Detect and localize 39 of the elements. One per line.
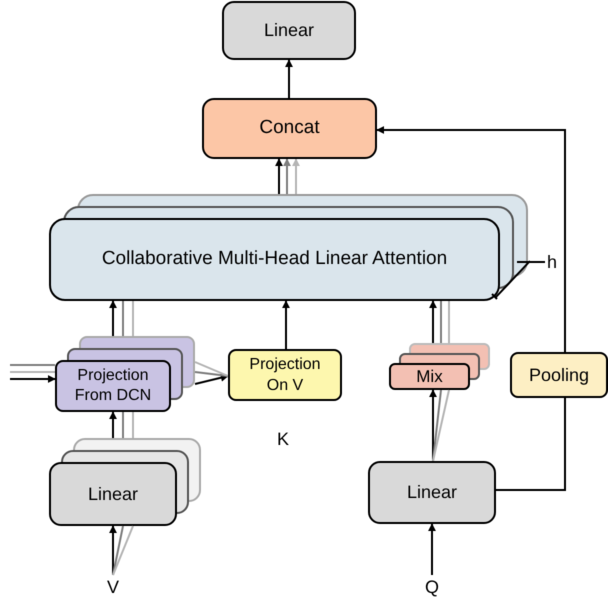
connector-line bbox=[112, 526, 134, 576]
connector-line bbox=[440, 301, 442, 343]
connector-line bbox=[132, 301, 134, 336]
process-box: Linear bbox=[368, 461, 496, 524]
connector-line bbox=[432, 390, 450, 462]
connector-line bbox=[122, 301, 124, 336]
arrow bbox=[429, 300, 437, 343]
process-box: Projection On V bbox=[228, 349, 342, 401]
input-label: K bbox=[277, 428, 290, 451]
arrow bbox=[376, 126, 566, 352]
connector-line bbox=[10, 364, 55, 366]
arrow bbox=[283, 158, 291, 194]
connector-line bbox=[448, 301, 450, 343]
arrow bbox=[282, 300, 290, 349]
connector-line bbox=[496, 398, 566, 491]
input-label: Q bbox=[424, 576, 439, 598]
head-count-label: h bbox=[547, 251, 558, 274]
arrow bbox=[275, 158, 283, 194]
arrow bbox=[292, 158, 300, 194]
connector-line bbox=[194, 361, 228, 377]
arrow bbox=[429, 389, 437, 461]
arrow bbox=[428, 523, 436, 575]
process-box: Linear bbox=[222, 1, 356, 60]
process-box: Concat bbox=[202, 98, 377, 159]
connector-line bbox=[194, 371, 228, 377]
arrow bbox=[285, 59, 293, 98]
arrow bbox=[109, 300, 117, 336]
input-label: V bbox=[106, 576, 119, 598]
connector-line bbox=[122, 412, 124, 438]
arrow bbox=[109, 411, 117, 438]
arrow bbox=[10, 375, 56, 383]
stacked-process-box: Mix bbox=[389, 343, 490, 390]
connector-line bbox=[112, 526, 124, 576]
connector-line bbox=[132, 412, 134, 438]
connector-line bbox=[432, 390, 442, 462]
arrow bbox=[194, 374, 229, 385]
arrow bbox=[109, 525, 117, 575]
process-box: Pooling bbox=[510, 352, 608, 398]
connector-line bbox=[10, 371, 55, 373]
